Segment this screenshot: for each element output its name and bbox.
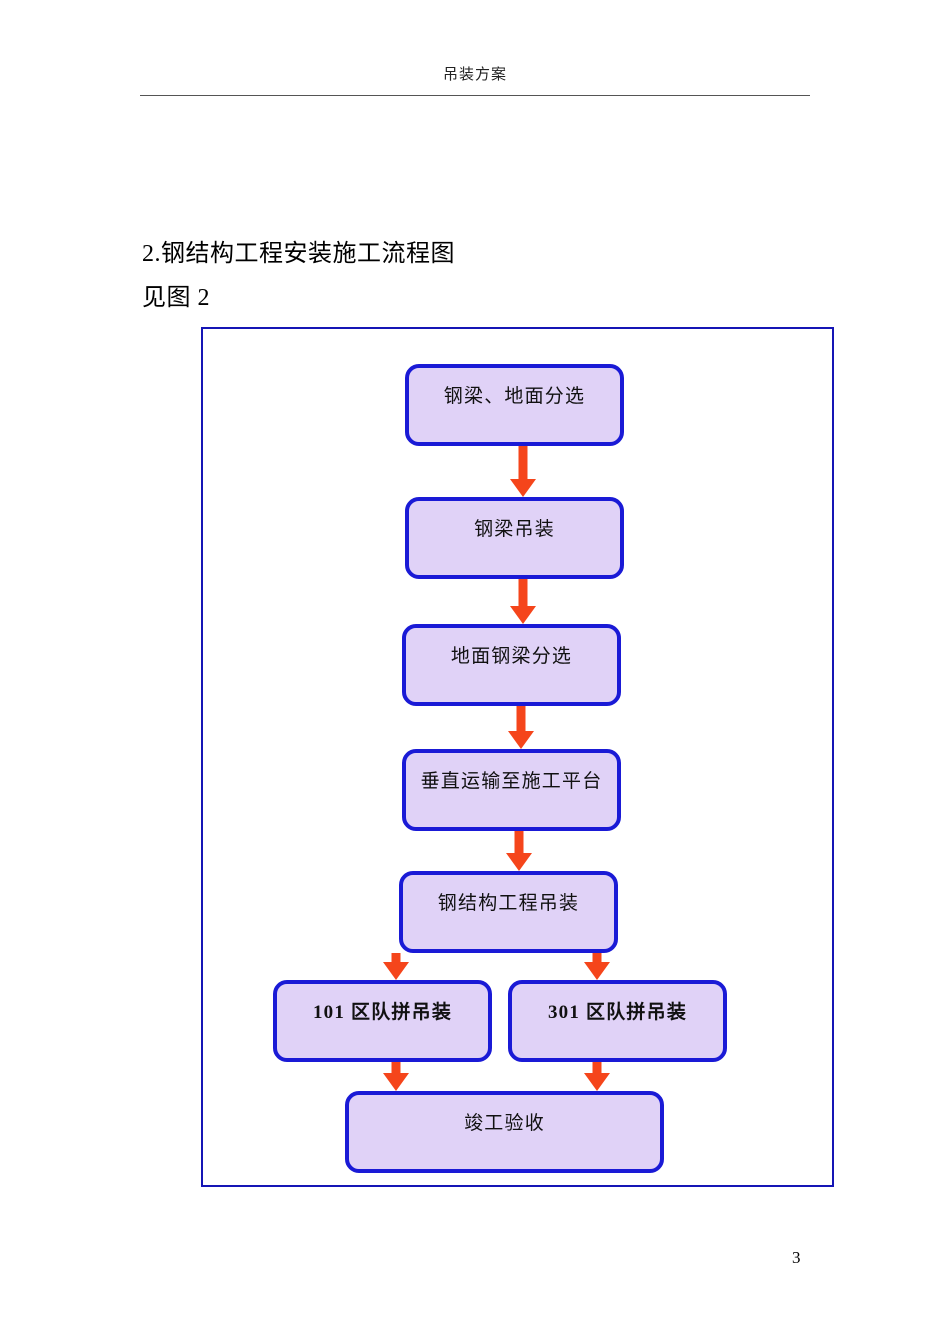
flow-node-n7: 301 区队拼吊装 — [508, 980, 727, 1062]
arrow-head-icon — [383, 962, 409, 980]
arrow-shaft — [592, 953, 602, 964]
flow-node-label: 竣工验收 — [464, 1113, 545, 1134]
flow-arrow-n3-to-n4 — [508, 706, 534, 749]
figure-reference-text: 见图 2 — [142, 285, 210, 311]
flow-node-n4: 垂直运输至施工平台 — [402, 749, 621, 831]
flow-node-label: 钢梁吊装 — [474, 519, 555, 540]
arrow-head-icon — [383, 1073, 409, 1091]
figure-frame: 钢梁、地面分选钢梁吊装地面钢梁分选垂直运输至施工平台钢结构工程吊装 101 区队拼… — [201, 327, 834, 1187]
arrow-head-icon — [584, 1073, 610, 1091]
flow-node-n2: 钢梁吊装 — [405, 497, 624, 579]
arrow-head-icon — [510, 479, 536, 497]
flow-node-label: 地面钢梁分选 — [450, 646, 573, 667]
arrow-head-icon — [508, 731, 534, 749]
arrow-shaft — [391, 953, 401, 964]
flow-node-n6: 101 区队拼吊装 — [273, 980, 492, 1062]
flow-node-n8: 竣工验收 — [345, 1091, 664, 1173]
flow-arrow-n7-to-n8 — [584, 1062, 610, 1091]
flow-arrow-n5-to-n7 — [584, 953, 610, 980]
flow-node-label: 301 区队拼吊装 — [547, 1002, 688, 1023]
page-running-header: 吊装方案 — [442, 67, 507, 83]
flow-arrow-n6-to-n8 — [383, 1062, 409, 1091]
flow-node-label: 钢梁、地面分选 — [443, 386, 586, 407]
flow-arrow-n2-to-n3 — [510, 579, 536, 624]
arrow-shaft — [514, 831, 524, 855]
flow-arrow-n5-to-n6 — [383, 953, 409, 980]
flow-node-n5: 钢结构工程吊装 — [399, 871, 618, 953]
header-divider-rule — [140, 95, 810, 96]
arrow-head-icon — [584, 962, 610, 980]
arrow-shaft — [516, 706, 526, 733]
flow-node-label: 101 区队拼吊装 — [312, 1002, 453, 1023]
flow-node-n1: 钢梁、地面分选 — [405, 364, 624, 446]
flow-arrow-n1-to-n2 — [510, 446, 536, 497]
arrow-shaft — [518, 446, 528, 481]
arrow-head-icon — [510, 606, 536, 624]
flow-node-label: 钢结构工程吊装 — [437, 893, 580, 914]
arrow-head-icon — [506, 853, 532, 871]
flow-node-label: 垂直运输至施工平台 — [420, 771, 603, 792]
arrow-shaft — [391, 1062, 401, 1075]
flow-node-n3: 地面钢梁分选 — [402, 624, 621, 706]
arrow-shaft — [592, 1062, 602, 1075]
arrow-shaft — [518, 579, 528, 608]
flow-arrow-n4-to-n5 — [506, 831, 532, 871]
flowchart-canvas: 钢梁、地面分选钢梁吊装地面钢梁分选垂直运输至施工平台钢结构工程吊装 101 区队拼… — [203, 329, 836, 1189]
section-heading: 2.钢结构工程安装施工流程图 — [142, 241, 455, 267]
page-number: 3 — [792, 1248, 801, 1267]
